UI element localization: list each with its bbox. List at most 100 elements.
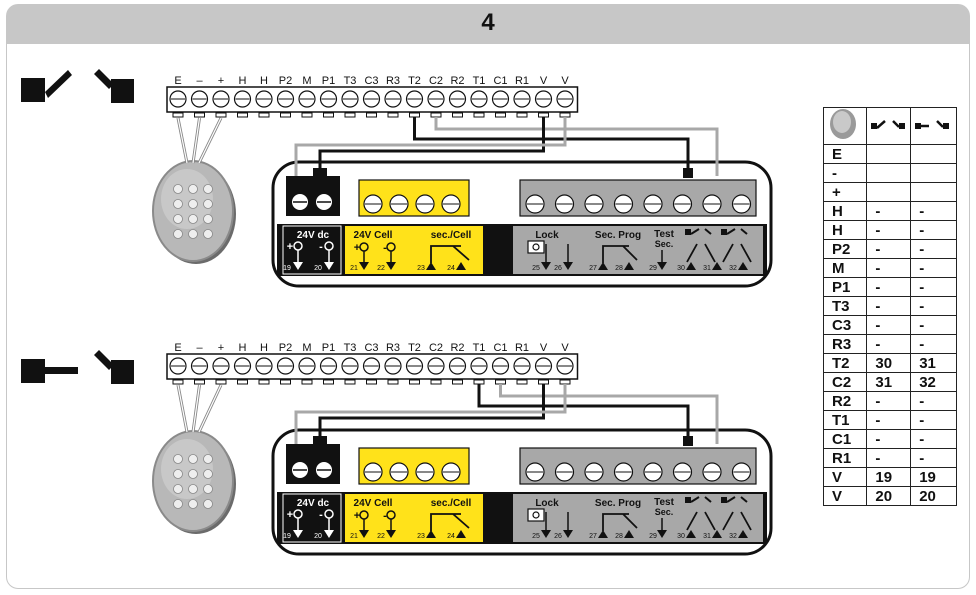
keypad-key — [188, 469, 198, 479]
door-pin-number: 30 — [677, 265, 685, 272]
table-row: C1-- — [822, 429, 957, 449]
terminal-label: H — [239, 75, 247, 87]
terminal-label: V — [561, 75, 569, 87]
terminal-label: C2 — [429, 75, 443, 87]
table-row: R1-- — [822, 448, 957, 468]
sec-prog-contact-icon — [602, 245, 638, 263]
terminal-label: R1 — [515, 75, 529, 87]
closed-pin-cell: - — [910, 391, 957, 411]
terminal-tab — [516, 112, 528, 118]
terminal-tab — [538, 112, 549, 118]
barrier-mini-icon — [726, 496, 736, 503]
terminal-tab — [366, 112, 377, 118]
terminal-name-cell: T1 — [822, 410, 868, 430]
table-row: M-- — [822, 258, 957, 278]
open-pin-cell: - — [866, 334, 912, 354]
lock-icon — [527, 240, 545, 254]
keypad-highlight — [161, 169, 213, 229]
door-pin-number: 31 — [703, 265, 711, 272]
terminal-label: C1 — [493, 75, 507, 87]
sec-prog-arrow-icon — [624, 262, 634, 270]
door-icon-group — [21, 69, 134, 103]
door-contact-icon — [686, 243, 716, 263]
lock-pin-number: 26 — [554, 265, 562, 272]
keypad-key — [173, 454, 183, 464]
table-row: C3-- — [822, 315, 957, 335]
keypad-key — [203, 484, 213, 494]
keypad-header-cell — [822, 107, 868, 145]
lock-legend-label: Lock — [535, 498, 559, 509]
closed-pin-cell: - — [910, 334, 957, 354]
keypad-icon — [152, 430, 236, 534]
sec-cell-arrow-icon — [426, 530, 436, 538]
terminal-tab — [280, 379, 291, 385]
door-arrow-icon — [712, 530, 722, 538]
bottom-wires — [294, 384, 719, 446]
wire-terminal-end — [683, 168, 693, 178]
open-pin-cell: 30 — [866, 353, 912, 373]
open-pin-cell: - — [866, 277, 912, 297]
sec-prog-contact-icon — [602, 513, 638, 531]
closed-pin-cell: - — [910, 315, 957, 335]
cell-pin-number: 21 — [350, 533, 358, 540]
terminal-name-cell: T3 — [822, 296, 868, 316]
test-pin-number: 29 — [649, 265, 657, 272]
power-pin-number: 20 — [314, 265, 322, 272]
barrier-arm-icon — [94, 69, 114, 89]
lock-keyhole-icon — [532, 511, 540, 519]
sec-prog-arrow-icon — [624, 530, 634, 538]
open-pin-cell: - — [866, 448, 912, 468]
terminal-label: H — [260, 342, 268, 354]
power-pin-number: 19 — [283, 533, 291, 540]
content-panel — [6, 44, 970, 589]
closed-pin-cell: - — [910, 429, 957, 449]
door-mini-icon — [685, 497, 691, 503]
power-pin-number: 20 — [314, 533, 322, 540]
test-sec-legend-label: Sec. — [655, 507, 674, 517]
power-terminal-block — [286, 176, 340, 216]
cell-plus-label: + — [354, 242, 360, 254]
closed-pin-cell: - — [910, 258, 957, 278]
terminal-tab — [430, 379, 442, 385]
closed-pin-cell: - — [910, 296, 957, 316]
terminal-name-cell: E — [822, 144, 868, 164]
terminal-name-cell: V — [822, 467, 868, 487]
terminal-name-cell: R2 — [822, 391, 868, 411]
open-pin-cell: - — [866, 429, 912, 449]
door-arrow-icon — [738, 262, 748, 270]
door-pin-number: 30 — [677, 533, 685, 540]
keypad-key — [203, 214, 213, 224]
cell-pin-number: 22 — [377, 265, 385, 272]
lock-keyhole-icon — [532, 243, 540, 251]
terminal-label: T3 — [344, 342, 357, 354]
sec-cell-arrow-icon — [456, 530, 466, 538]
open-pin-cell: 31 — [866, 372, 912, 392]
keypad-key — [173, 184, 183, 194]
logic-terminal-block — [519, 447, 757, 485]
keypad-cable — [176, 384, 223, 433]
terminal-label: E — [174, 75, 181, 87]
terminal-tab — [323, 379, 334, 385]
lock-arrow-icon — [563, 262, 573, 270]
power-pin-number: 19 — [283, 265, 291, 272]
terminal-tab — [344, 112, 356, 118]
power-minus-label: - — [319, 241, 323, 253]
keypad-key — [173, 484, 183, 494]
door-contact-icon — [722, 511, 752, 531]
keypad-key — [188, 184, 198, 194]
power-plus-label: + — [287, 241, 293, 253]
door-block-icon — [21, 359, 45, 383]
door-arrow-icon — [712, 262, 722, 270]
terminal-label: V — [540, 75, 548, 87]
open-pin-cell: - — [866, 296, 912, 316]
terminal-label: R3 — [386, 75, 400, 87]
test-arrow-icon — [657, 262, 667, 270]
sec-prog-pin-number: 28 — [615, 533, 623, 540]
terminal-label: T2 — [408, 75, 421, 87]
terminal-name-cell: C3 — [822, 315, 868, 335]
